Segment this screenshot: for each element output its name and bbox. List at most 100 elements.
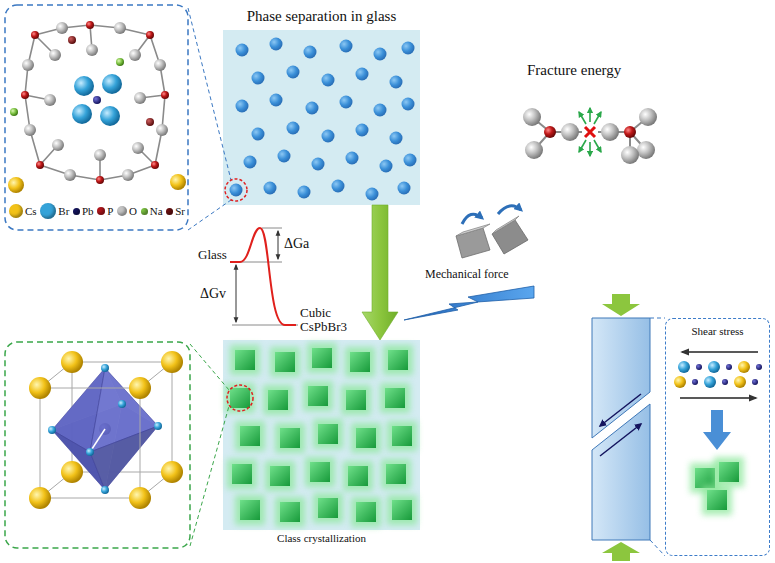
crystal-panel-fill bbox=[270, 347, 300, 377]
legend-text: Cs bbox=[25, 205, 37, 217]
bond-fracture-icon bbox=[624, 126, 636, 138]
panel-caption: Phase separation in glass bbox=[223, 8, 420, 25]
legend-item: O bbox=[117, 205, 137, 217]
legend-text: Br bbox=[58, 205, 69, 217]
process-label: Mechanical force bbox=[425, 268, 509, 281]
shear-detail-figure bbox=[674, 352, 762, 515]
perovskite-unit-cell bbox=[61, 351, 83, 373]
flow-arrow bbox=[362, 205, 398, 340]
glass-panel-fill bbox=[340, 40, 353, 53]
mechanical-force-icon bbox=[492, 220, 528, 254]
perovskite-unit-cell bbox=[29, 377, 51, 399]
mechanical-force-icon bbox=[404, 286, 534, 320]
glass-network-inset bbox=[161, 91, 169, 99]
state-label: Glass bbox=[198, 248, 227, 262]
crystal-panel-fill bbox=[305, 457, 335, 487]
glass-panel-fill bbox=[398, 182, 411, 195]
glass-network-inset bbox=[129, 49, 141, 61]
free-energy-label: ΔGv bbox=[200, 286, 226, 301]
glass-panel-fill bbox=[402, 98, 415, 111]
glass-network-inset bbox=[68, 36, 76, 44]
crystal-panel-fill bbox=[263, 385, 293, 415]
perovskite-unit-cell bbox=[5, 342, 190, 548]
glass-network-inset bbox=[21, 91, 29, 99]
zoom-callout bbox=[190, 344, 253, 546]
glass-network-inset bbox=[146, 31, 154, 39]
perovskite-unit-cell bbox=[86, 448, 94, 456]
crystal-panel-fill bbox=[227, 459, 257, 489]
glass-panel-fill bbox=[298, 186, 311, 199]
mechanical-force-icon bbox=[498, 206, 521, 214]
crystal-panel-fill bbox=[313, 419, 343, 449]
mechanical-force-icon bbox=[404, 206, 534, 320]
crystal-panel-fill bbox=[351, 497, 381, 527]
glass-network-inset bbox=[49, 49, 61, 61]
perovskite-unit-cell bbox=[129, 377, 151, 399]
bond-fracture-icon bbox=[589, 108, 591, 122]
shear-detail-figure bbox=[714, 457, 744, 487]
panel-caption: Class crystallization bbox=[223, 532, 420, 545]
atom-swatch bbox=[166, 208, 173, 215]
perovskite-unit-cell bbox=[90, 426, 158, 490]
crystal-panel: Class crystallization bbox=[223, 340, 420, 530]
crystal-panel-fill bbox=[343, 461, 373, 491]
bond-fracture-icon bbox=[621, 146, 639, 164]
crystal-panel-fill bbox=[381, 459, 411, 489]
mechanical-force-icon bbox=[462, 214, 482, 224]
crystal-panel-fill bbox=[383, 345, 413, 375]
perovskite-unit-cell bbox=[40, 388, 140, 498]
glass-network-inset bbox=[151, 161, 159, 169]
glass-network-inset bbox=[170, 174, 186, 190]
glass-network-inset bbox=[36, 161, 44, 169]
glass-panel-fill bbox=[374, 48, 387, 61]
bond-fracture-icon bbox=[579, 108, 601, 156]
legend-item: Cs bbox=[9, 204, 37, 218]
glass-panel-fill bbox=[390, 76, 403, 89]
atom-swatch bbox=[40, 203, 56, 219]
legend-text: Pb bbox=[82, 205, 94, 217]
zoom-callout bbox=[190, 344, 229, 390]
legend-text: P bbox=[107, 205, 113, 217]
shear-band-block bbox=[650, 318, 665, 319]
glass-network-inset bbox=[8, 177, 24, 193]
shear-detail-figure bbox=[756, 364, 762, 370]
bond-fracture-icon bbox=[589, 142, 591, 156]
glass-panel-fill bbox=[223, 30, 420, 205]
glass-panel-fill bbox=[304, 46, 317, 59]
glass-panel: Phase separation in glass bbox=[223, 30, 420, 205]
bond-fracture-icon bbox=[637, 141, 655, 159]
glass-panel-fill bbox=[287, 66, 300, 79]
property-label: Fracture energy bbox=[527, 62, 621, 79]
glass-panel-fill bbox=[390, 132, 403, 145]
glass-network-inset bbox=[44, 94, 56, 106]
glass-panel-fill bbox=[340, 96, 353, 109]
mechanical-force-icon bbox=[456, 228, 490, 258]
perovskite-unit-cell bbox=[129, 487, 151, 509]
shear-detail-figure bbox=[696, 364, 702, 370]
glass-network-inset bbox=[64, 169, 76, 181]
perovskite-unit-cell bbox=[154, 422, 162, 430]
legend-item: Br bbox=[40, 203, 69, 219]
shear-band-block bbox=[592, 404, 650, 540]
perovskite-unit-cell bbox=[48, 426, 56, 434]
crystal-panel-fill bbox=[230, 345, 260, 375]
glass-panel-fill bbox=[380, 160, 393, 173]
glass-network-inset bbox=[102, 74, 122, 94]
glass-network-inset bbox=[22, 59, 34, 71]
bond-fracture-icon bbox=[585, 127, 595, 137]
shear-detail-figure bbox=[674, 376, 686, 388]
zoom-callout bbox=[190, 406, 229, 546]
legend-item: Sr bbox=[166, 205, 185, 217]
legend-text: Na bbox=[150, 205, 163, 217]
shear-detail-figure bbox=[704, 376, 716, 388]
energy-curve bbox=[236, 265, 237, 322]
shear-detail-figure bbox=[738, 361, 750, 373]
atom-swatch bbox=[141, 208, 148, 215]
bond-fracture-icon bbox=[601, 123, 619, 141]
glass-panel-fill bbox=[312, 158, 325, 171]
glass-network-inset bbox=[114, 22, 126, 34]
glass-panel-fill bbox=[332, 180, 345, 193]
glass-network-inset bbox=[31, 31, 39, 39]
perovskite-unit-cell bbox=[118, 400, 126, 408]
